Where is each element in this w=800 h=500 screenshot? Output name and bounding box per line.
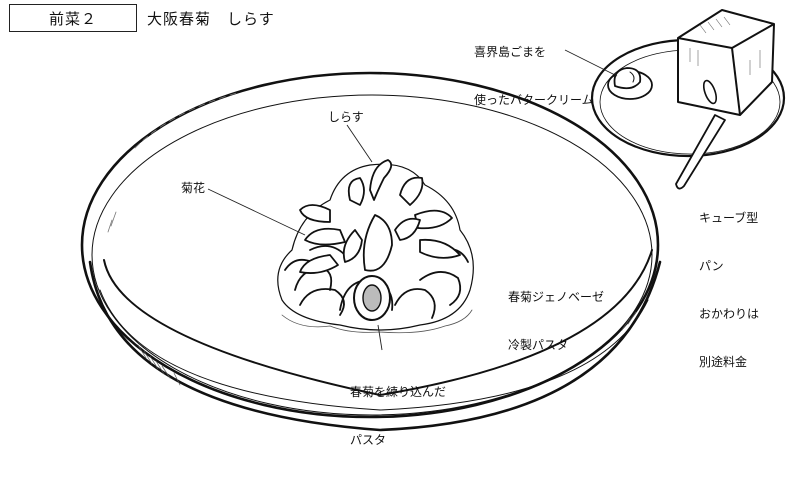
label-cube-bread-line4: 別途料金 bbox=[699, 355, 748, 369]
dish-title: 大阪春菊しらす bbox=[147, 8, 275, 29]
dish-subname: しらす bbox=[227, 10, 275, 28]
label-kneaded-pasta: 春菊を練り込んだ パスタ bbox=[350, 352, 446, 464]
label-butter-cream: 喜界島ごまを 使ったバタークリーム bbox=[474, 12, 594, 124]
label-butter-cream-line2: 使ったバタークリーム bbox=[474, 93, 594, 107]
label-cube-bread-line3: おかわりは bbox=[699, 307, 760, 321]
butter-cream bbox=[607, 67, 653, 100]
label-kneaded-pasta-line1: 春菊を練り込んだ bbox=[350, 385, 447, 399]
label-kikka: 菊花 bbox=[181, 181, 206, 195]
main-plate bbox=[80, 71, 662, 432]
label-cube-bread-line2: パン bbox=[699, 259, 724, 273]
course-label-box: 前菜２ bbox=[9, 4, 137, 32]
label-cube-bread: キューブ型 パン おかわりは 別途料金 bbox=[699, 178, 759, 386]
cube-bread bbox=[677, 9, 775, 116]
course-label: 前菜２ bbox=[48, 9, 97, 28]
pasta-mound bbox=[277, 159, 474, 334]
label-cube-bread-line1: キューブ型 bbox=[699, 211, 759, 225]
label-shirasu: しらす bbox=[328, 110, 364, 124]
dish-name: 大阪春菊 bbox=[147, 10, 212, 28]
label-butter-cream-line1: 喜界島ごまを bbox=[474, 45, 547, 59]
label-genovese-line2: 冷製パスタ bbox=[508, 338, 569, 352]
leader-lines bbox=[207, 49, 618, 351]
label-genovese-line1: 春菊ジェノベーゼ bbox=[508, 290, 605, 304]
label-genovese: 春菊ジェノベーゼ 冷製パスタ bbox=[508, 257, 604, 369]
butter-knife bbox=[675, 114, 726, 190]
label-kneaded-pasta-line2: パスタ bbox=[350, 433, 387, 447]
